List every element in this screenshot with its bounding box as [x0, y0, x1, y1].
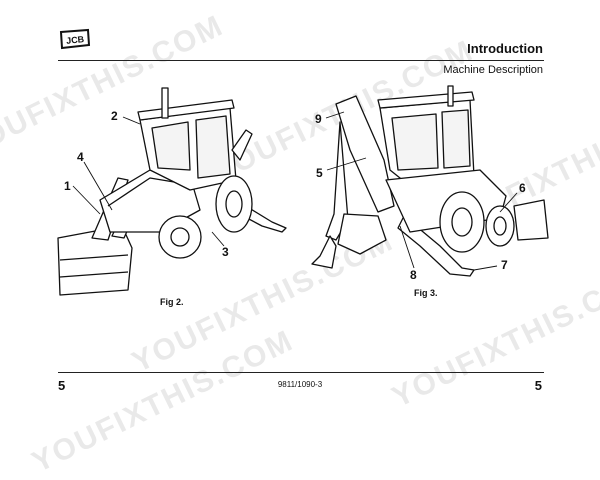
callout-8: 8 [410, 268, 417, 282]
callout-4: 4 [77, 150, 84, 164]
section-subtitle: Machine Description [443, 64, 543, 76]
footer-rule [58, 372, 544, 373]
callout-9: 9 [315, 112, 322, 126]
callout-6: 6 [519, 181, 526, 195]
svg-text:JCB: JCB [66, 34, 85, 46]
page-number: 5 [534, 378, 542, 393]
figure-caption: Fig 3. [414, 288, 438, 298]
page-title: Introduction [467, 41, 543, 56]
jcb-logo: JCB [59, 28, 91, 50]
header-rule [58, 60, 544, 61]
page-number: 5 [58, 378, 66, 393]
callout-3: 3 [222, 245, 229, 259]
callout-5: 5 [316, 166, 323, 180]
figure-caption: Fig 2. [160, 297, 184, 307]
callout-2: 2 [111, 109, 118, 123]
callout-1: 1 [64, 179, 71, 193]
callout-7: 7 [501, 258, 508, 272]
machine-illustrations: 1 2 4 3 9 5 6 7 8 [57, 85, 549, 296]
backhoe-loader-rear-illustration [311, 85, 549, 277]
backhoe-loader-front-illustration [57, 87, 287, 296]
document-code: 9811/1090-3 [277, 380, 323, 389]
